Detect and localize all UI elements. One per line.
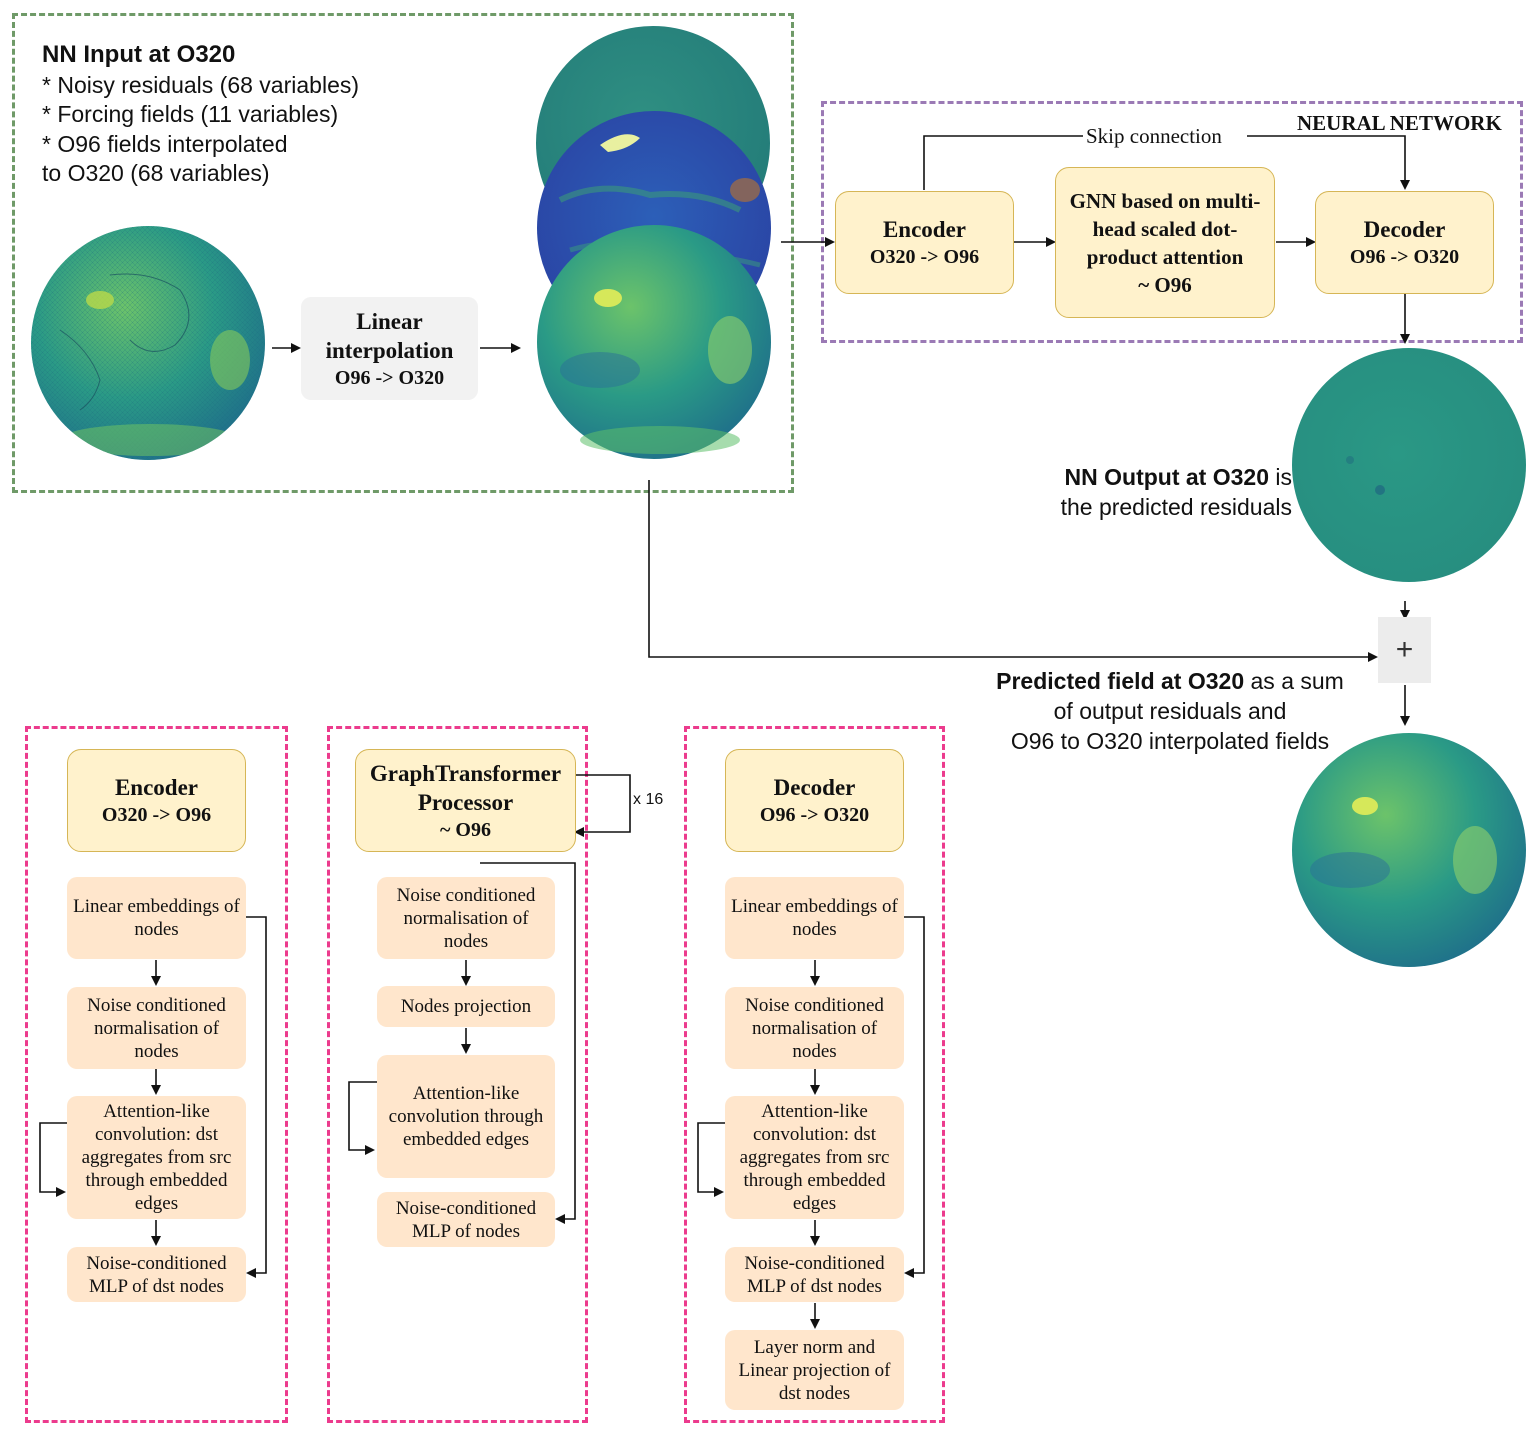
input-globe-icon xyxy=(31,226,265,460)
input-line-2: * Forcing fields (11 variables) xyxy=(42,101,339,127)
decoder-detail-title: Decoder xyxy=(773,775,856,800)
processor-detail-header: GraphTransformer Processor ~ O96 xyxy=(355,749,576,852)
encoder-step-linear-embeddings: Linear embeddings of nodes xyxy=(67,877,246,959)
encoder-step-attention-convolution: Attention-like convolution: dst aggregat… xyxy=(67,1096,246,1219)
skip-connection-label: Skip connection xyxy=(1086,124,1222,149)
processor-subtitle: Processor xyxy=(417,789,514,815)
nn-encoder-title: Encoder xyxy=(882,217,967,242)
nn-decoder-title: Decoder xyxy=(1363,217,1446,242)
encoder-detail-header: Encoder O320 -> O96 xyxy=(67,749,246,852)
nn-encoder-box: Encoder O320 -> O96 xyxy=(835,191,1014,294)
nn-output-caption: NN Output at O320 is the predicted resid… xyxy=(1030,462,1292,522)
predicted-line-2: of output residuals and xyxy=(1053,698,1287,724)
linear-interpolation-box: Linear interpolation O96 -> O320 xyxy=(301,297,478,400)
sum-box: + xyxy=(1378,617,1431,683)
nn-encoder-subtitle: O320 -> O96 xyxy=(869,246,980,268)
input-line-3: * O96 fields interpolated xyxy=(42,131,288,157)
input-line-4: to O320 (68 variables) xyxy=(42,160,270,186)
nn-output-rest-2: the predicted residuals xyxy=(1060,494,1292,520)
nn-output-bold: NN Output at O320 xyxy=(1064,464,1269,490)
gnn-line-3: product attention xyxy=(1086,244,1244,269)
encoder-detail-subtitle: O320 -> O96 xyxy=(101,804,212,826)
nn-decoder-subtitle: O96 -> O320 xyxy=(1349,246,1460,268)
processor-detail-container xyxy=(327,726,588,1423)
linear-interp-line-3: O96 -> O320 xyxy=(334,366,445,389)
sum-symbol: + xyxy=(1395,633,1414,666)
nn-gnn-box: GNN based on multi- head scaled dot- pro… xyxy=(1055,167,1275,318)
encoder-detail-container xyxy=(25,726,288,1423)
linear-interp-line-1: Linear xyxy=(356,308,423,334)
repeat-count: x 16 xyxy=(633,791,664,808)
gnn-line-2: head scaled dot- xyxy=(1092,216,1238,241)
predicted-rest-1: as a sum xyxy=(1244,668,1344,694)
nn-input-container xyxy=(12,13,794,493)
decoder-detail-header: Decoder O96 -> O320 xyxy=(725,749,904,852)
arrow-heads xyxy=(56,180,1410,1329)
decoder-detail-subtitle: O96 -> O320 xyxy=(759,804,870,826)
processor-title: GraphTransformer xyxy=(369,760,562,786)
input-title: NN Input at O320 xyxy=(42,41,236,68)
predicted-globe-icon xyxy=(1292,733,1526,967)
encoder-step-mlp: Noise-conditioned MLP of dst nodes xyxy=(67,1247,246,1302)
processor-step-noise-normalisation: Noise conditioned normalisation of nodes xyxy=(377,877,555,959)
processor-step-attention-convolution: Attention-like convolution through embed… xyxy=(377,1055,555,1178)
decoder-step-mlp: Noise-conditioned MLP of dst nodes xyxy=(725,1247,904,1302)
gnn-line-4: ~ O96 xyxy=(1138,272,1192,297)
linear-interp-line-2: interpolation xyxy=(325,337,454,363)
encoder-step-noise-normalisation: Noise conditioned normalisation of nodes xyxy=(67,987,246,1069)
input-line-1: * Noisy residuals (68 variables) xyxy=(42,72,360,98)
predicted-line-3: O96 to O320 interpolated fields xyxy=(1010,728,1330,754)
neural-network-label: NEURAL NETWORK xyxy=(1297,111,1502,135)
nn-decoder-box: Decoder O96 -> O320 xyxy=(1315,191,1494,294)
decoder-step-linear-embeddings: Linear embeddings of nodes xyxy=(725,877,904,959)
interpolated-globe-icon xyxy=(537,225,771,459)
processor-step-mlp: Noise-conditioned MLP of nodes xyxy=(377,1192,555,1247)
decoder-detail-container xyxy=(684,726,945,1423)
decoder-step-attention-convolution: Attention-like convolution: dst aggregat… xyxy=(725,1096,904,1219)
processor-step-nodes-projection: Nodes projection xyxy=(377,986,555,1027)
nn-output-rest-1: is xyxy=(1269,464,1292,490)
encoder-detail-title: Encoder xyxy=(114,775,199,800)
nn-output-globe-icon xyxy=(1292,348,1526,582)
decoder-step-noise-normalisation: Noise conditioned normalisation of nodes xyxy=(725,987,904,1069)
predicted-bold: Predicted field at O320 xyxy=(996,668,1245,694)
predicted-caption: Predicted field at O320 as a sum of outp… xyxy=(970,666,1370,756)
neural-network-container xyxy=(821,101,1523,343)
processor-grid: ~ O96 xyxy=(440,818,491,841)
decoder-step-layer-norm-projection: Layer norm and Linear projection of dst … xyxy=(725,1330,904,1410)
gnn-line-1: GNN based on multi- xyxy=(1069,188,1261,213)
